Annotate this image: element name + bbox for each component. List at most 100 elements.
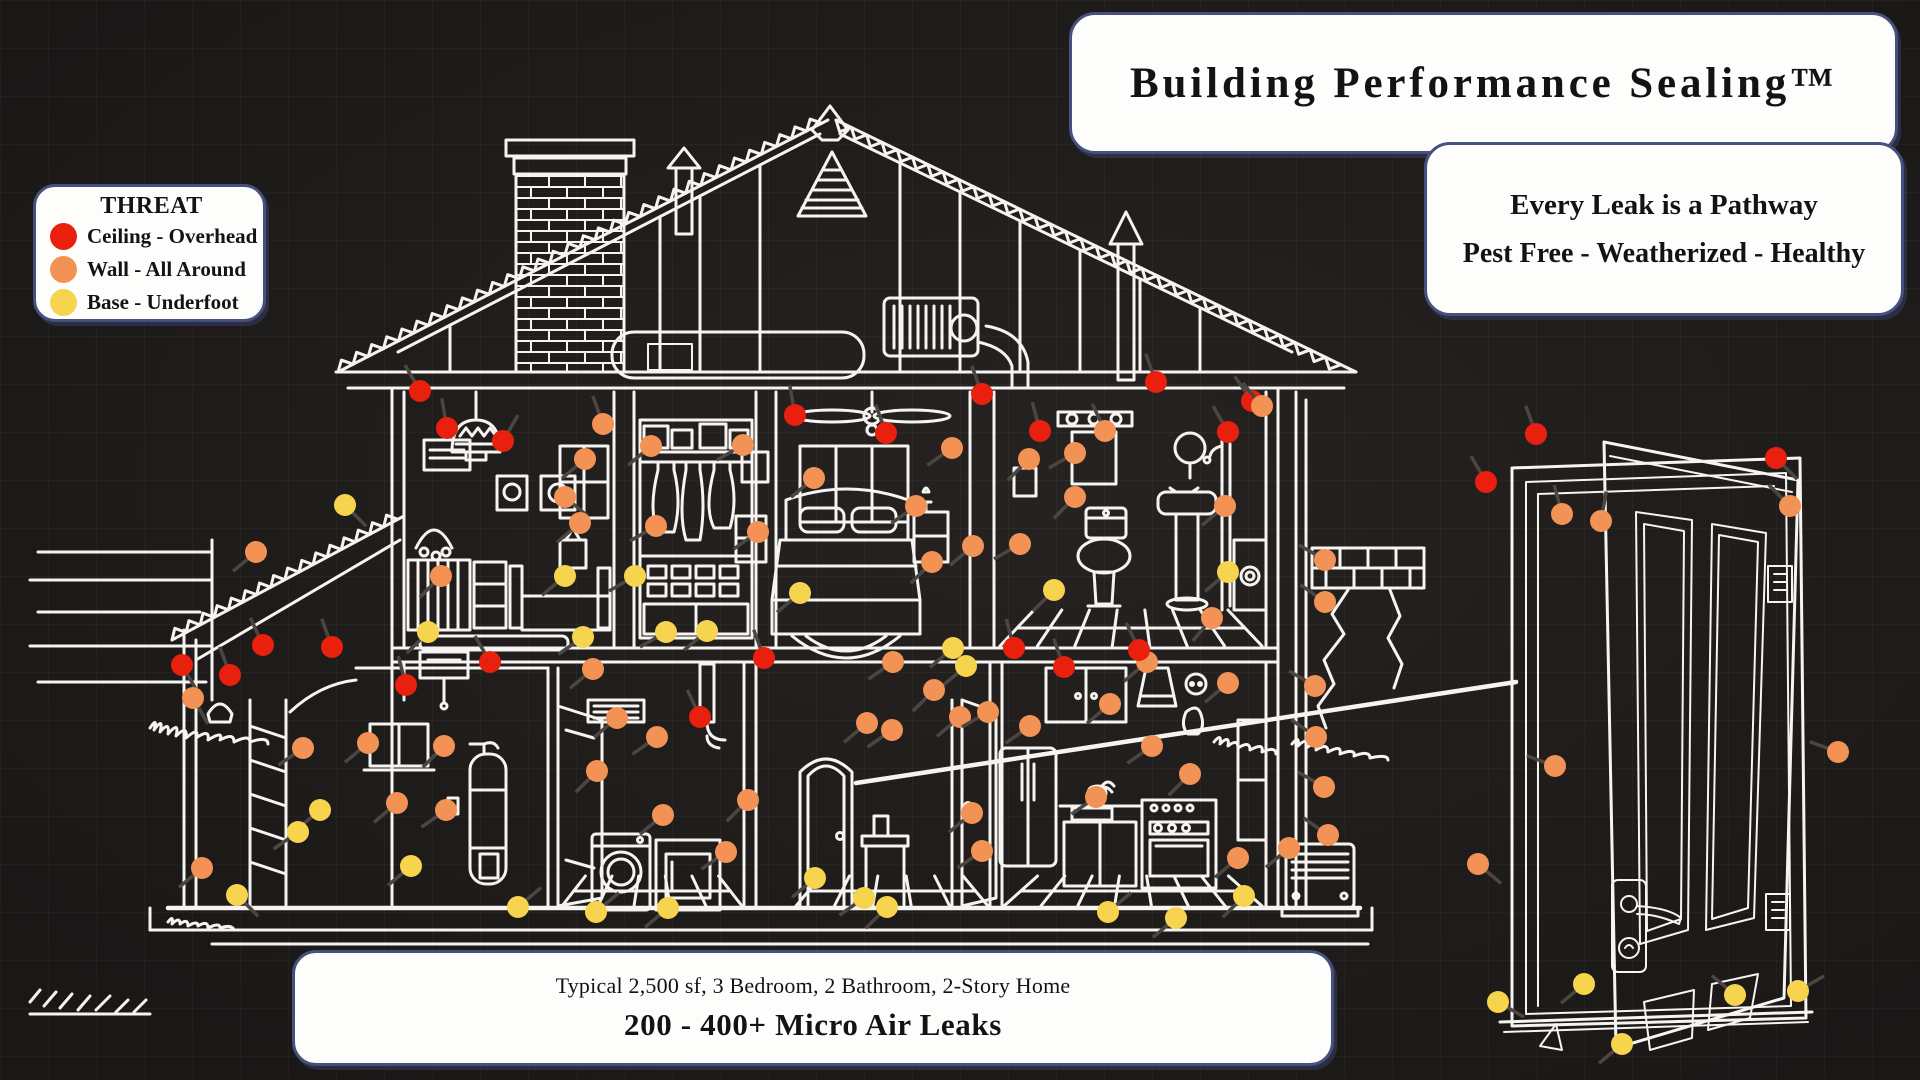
leak-dot-wall bbox=[1317, 824, 1339, 846]
leak-dot-wall bbox=[1779, 495, 1801, 517]
nursery bbox=[406, 390, 612, 652]
leak-dot-base bbox=[1487, 991, 1509, 1013]
leak-dot-ceiling bbox=[436, 417, 458, 439]
leak-dot-wall bbox=[386, 792, 408, 814]
bedroom bbox=[734, 390, 952, 660]
leak-dot-wall bbox=[182, 687, 204, 709]
leak-dot-wall bbox=[430, 565, 452, 587]
leak-dot-wall bbox=[1019, 715, 1041, 737]
leak-dot-ceiling bbox=[784, 404, 806, 426]
leak-dot-base bbox=[853, 887, 875, 909]
leak-dot-wall bbox=[1313, 776, 1335, 798]
leak-dot-ceiling bbox=[409, 380, 431, 402]
leak-dot-ceiling bbox=[321, 636, 343, 658]
legend-label-wall: Wall - All Around bbox=[87, 257, 246, 281]
leak-dot-wall bbox=[191, 857, 213, 879]
leak-dot-wall bbox=[292, 737, 314, 759]
leak-dot-ceiling bbox=[1053, 656, 1075, 678]
first-floor bbox=[148, 514, 1374, 946]
leak-dot-wall bbox=[715, 841, 737, 863]
leak-dot-wall bbox=[1214, 495, 1236, 517]
tagline-line2: Pest Free - Weatherized - Healthy bbox=[1462, 237, 1866, 269]
leak-dot-base bbox=[1573, 973, 1595, 995]
leak-dot-base bbox=[554, 565, 576, 587]
leak-dot-base bbox=[655, 621, 677, 643]
leak-dot-wall bbox=[1201, 607, 1223, 629]
leak-dot-base bbox=[1233, 885, 1255, 907]
leak-dot-wall bbox=[1018, 448, 1040, 470]
attic-duct bbox=[610, 296, 1030, 388]
leak-dot-wall bbox=[606, 707, 628, 729]
leak-dot-base bbox=[804, 867, 826, 889]
leak-dot-wall bbox=[923, 679, 945, 701]
tagline-line1: Every Leak is a Pathway bbox=[1510, 188, 1818, 221]
leak-dot-ceiling bbox=[479, 651, 501, 673]
leak-dot-base bbox=[572, 626, 594, 648]
leak-dot-wall bbox=[645, 515, 667, 537]
leak-dot-wall bbox=[245, 541, 267, 563]
leak-dot-base bbox=[1165, 907, 1187, 929]
summary-banner: Typical 2,500 sf, 3 Bedroom, 2 Bathroom,… bbox=[292, 950, 1334, 1066]
leak-dot-wall bbox=[1094, 420, 1116, 442]
leak-dot-wall bbox=[1551, 503, 1573, 525]
leak-dot-ceiling bbox=[1525, 423, 1547, 445]
leak-dot-wall bbox=[1305, 726, 1327, 748]
leak-dot-wall bbox=[941, 437, 963, 459]
leak-dot-base bbox=[789, 582, 811, 604]
leak-dot-wall bbox=[640, 435, 662, 457]
leak-dot-base bbox=[1611, 1033, 1633, 1055]
leak-dot-wall bbox=[1085, 786, 1107, 808]
exterior-right bbox=[1212, 390, 1426, 918]
legend-item-ceiling: Ceiling - Overhead bbox=[50, 220, 257, 253]
leak-dot-base bbox=[942, 637, 964, 659]
leak-dot-wall bbox=[1251, 395, 1273, 417]
leak-count: 200 - 400+ Micro Air Leaks bbox=[624, 1007, 1002, 1042]
leak-dot-wall bbox=[357, 732, 379, 754]
leak-dot-wall bbox=[1099, 693, 1121, 715]
leak-dot-ceiling bbox=[1003, 637, 1025, 659]
leak-dot-wall bbox=[962, 535, 984, 557]
leak-dot-wall bbox=[1304, 675, 1326, 697]
leak-dot-ceiling bbox=[492, 430, 514, 452]
exterior-left bbox=[28, 538, 270, 1016]
leak-dot-wall bbox=[1314, 549, 1336, 571]
legend-item-base: Base - Underfoot bbox=[50, 286, 253, 319]
leak-dot-ceiling bbox=[689, 706, 711, 728]
leak-dot-ceiling bbox=[1217, 421, 1239, 443]
page-title: Building Performance Sealing™ bbox=[1129, 59, 1838, 107]
leak-dot-wall bbox=[1217, 672, 1239, 694]
leak-markers bbox=[171, 353, 1849, 1065]
open-door bbox=[1498, 440, 1814, 1051]
legend-dot-ceiling bbox=[50, 223, 77, 250]
leak-dot-base bbox=[1217, 561, 1239, 583]
leak-dot-wall bbox=[1141, 735, 1163, 757]
leak-dot-base bbox=[585, 901, 607, 923]
leak-dot-wall bbox=[1278, 837, 1300, 859]
leak-dot-base bbox=[696, 620, 718, 642]
leak-dot-ceiling bbox=[1128, 639, 1150, 661]
leak-dot-base bbox=[1043, 579, 1065, 601]
leak-dot-ceiling bbox=[1475, 471, 1497, 493]
leak-dot-wall bbox=[574, 448, 596, 470]
leak-dot-wall bbox=[1064, 486, 1086, 508]
leak-dot-ceiling bbox=[1029, 420, 1051, 442]
leak-dot-ceiling bbox=[971, 383, 993, 405]
leak-dot-ceiling bbox=[395, 674, 417, 696]
leak-dot-wall bbox=[882, 651, 904, 673]
legend-label-ceiling: Ceiling - Overhead bbox=[87, 224, 258, 248]
leak-dot-base bbox=[1724, 984, 1746, 1006]
leak-dot-base bbox=[876, 896, 898, 918]
leak-dot-base bbox=[507, 896, 529, 918]
leak-dot-wall bbox=[1179, 763, 1201, 785]
bathroom bbox=[1012, 410, 1268, 612]
leak-dot-wall bbox=[586, 760, 608, 782]
leak-dot-wall bbox=[961, 802, 983, 824]
leak-dot-wall bbox=[1227, 847, 1249, 869]
leak-dot-wall bbox=[652, 804, 674, 826]
leak-dot-base bbox=[400, 855, 422, 877]
leak-dot-wall bbox=[646, 726, 668, 748]
leak-dot-wall bbox=[582, 658, 604, 680]
leak-dot-wall bbox=[1009, 533, 1031, 555]
